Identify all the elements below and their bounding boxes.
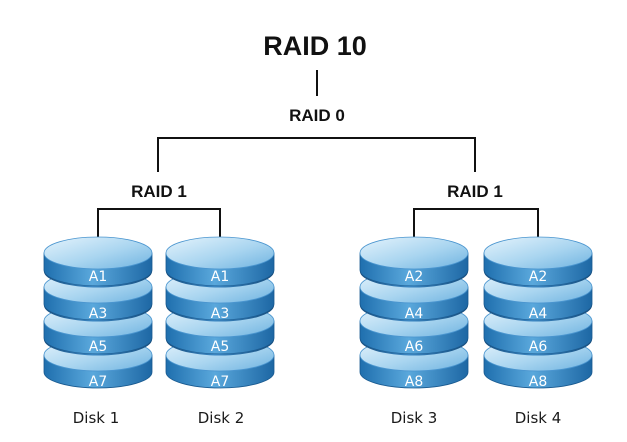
disk-3-block-a4: A4 <box>405 306 424 322</box>
disk-1-label: Disk 1 <box>73 409 120 427</box>
disk-1-block-a3: A3 <box>89 306 107 322</box>
disk-2-block-a3: A3 <box>211 306 229 322</box>
disk-4-block-a6: A6 <box>529 339 548 355</box>
disk-2-block-a7: A7 <box>211 374 229 390</box>
disk-1-block-a7: A7 <box>89 374 107 390</box>
raid0-label: RAID 0 <box>289 106 345 125</box>
disk-stack-4: A2 A4 A6 A8 Disk 4 <box>483 236 593 427</box>
disk-4-block-a2: A2 <box>529 269 547 285</box>
disk-2-block-a1: A1 <box>211 269 229 285</box>
disk-1-cylinders <box>43 236 153 389</box>
disk-4-block-a4: A4 <box>529 306 548 322</box>
disk-1-block-a5: A5 <box>89 339 107 355</box>
disk-1-block-a1: A1 <box>89 269 107 285</box>
disk-2-label: Disk 2 <box>198 409 245 427</box>
disk-3-platter-1-top <box>359 236 469 270</box>
disk-3-block-a6: A6 <box>405 339 424 355</box>
raid1-right-label: RAID 1 <box>447 182 503 201</box>
disk-stack-1: A1 A3 A5 A7 Disk 1 <box>43 236 153 427</box>
disk-2-platter-1-top <box>165 236 275 270</box>
raid0-connector <box>157 137 476 172</box>
disk-3-block-a2: A2 <box>405 269 423 285</box>
disk-3-cylinders <box>359 236 469 389</box>
disk-2-cylinders <box>165 236 275 389</box>
disk-1-platter-1-top <box>43 236 153 270</box>
raid1-right-connector <box>413 208 539 252</box>
disk-2-block-a5: A5 <box>211 339 229 355</box>
disk-3-block-a8: A8 <box>405 374 423 390</box>
disk-4-cylinders <box>483 236 593 389</box>
raid1-left-connector <box>97 208 221 252</box>
disk-4-platter-1-top <box>483 236 593 270</box>
connectors <box>97 70 539 252</box>
disk-stack-3: A2 A4 A6 A8 Disk 3 <box>359 236 469 427</box>
disk-stack-2: A1 A3 A5 A7 Disk 2 <box>165 236 275 427</box>
raid1-left-label: RAID 1 <box>131 182 187 201</box>
diagram-title: RAID 10 <box>263 31 367 61</box>
disk-4-block-a8: A8 <box>529 374 547 390</box>
disk-3-label: Disk 3 <box>391 409 438 427</box>
disk-4-label: Disk 4 <box>515 409 562 427</box>
